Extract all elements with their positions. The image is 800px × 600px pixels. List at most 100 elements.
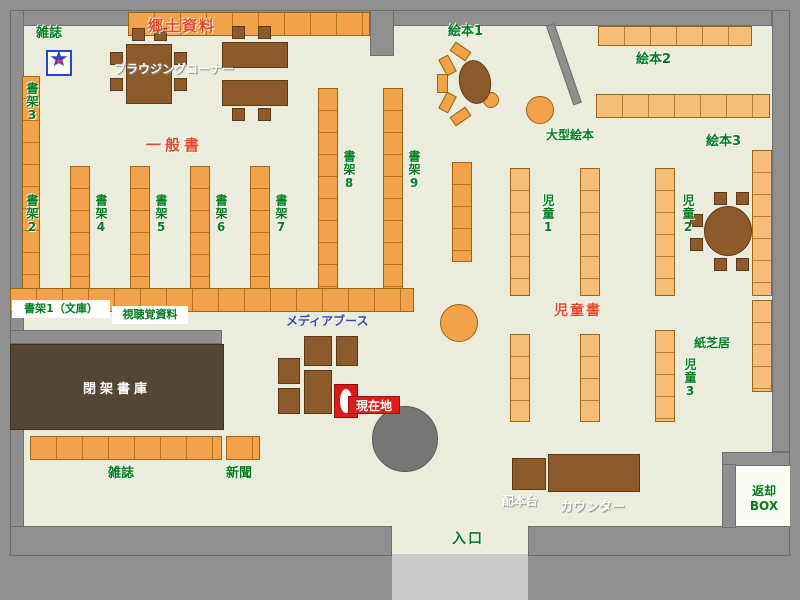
pillar xyxy=(372,406,438,472)
wall-bottom-right xyxy=(528,526,790,556)
shelf-9 xyxy=(383,88,403,296)
shelf8-label: 書架8 xyxy=(342,150,356,191)
chair xyxy=(154,28,167,41)
shelf-local-materials xyxy=(128,12,370,36)
children-3-label: 児童3 xyxy=(683,358,697,399)
magazines-top-label: 雑誌 xyxy=(36,26,63,41)
picture-books-2-label: 絵本2 xyxy=(636,52,672,67)
shelf7-label: 書架7 xyxy=(274,194,288,235)
large-picture-book-stand xyxy=(526,96,554,124)
return-box-line2: BOX xyxy=(749,499,779,513)
shelf-middle-small xyxy=(452,162,472,262)
shelf9-label: 書架9 xyxy=(407,150,421,191)
general-books-label: 一般書 xyxy=(146,136,204,154)
shelf-children-upper-2 xyxy=(580,168,600,296)
children-2-label: 児童2 xyxy=(681,194,695,235)
chair xyxy=(258,26,271,39)
shelf-magazines-bottom xyxy=(30,436,222,460)
chair xyxy=(690,214,703,227)
children-table xyxy=(704,206,752,256)
magazines-bottom-label: 雑誌 xyxy=(108,466,135,481)
round-browse-table xyxy=(440,304,478,342)
arc-shelf-piece xyxy=(449,106,472,127)
current-location-booth xyxy=(334,384,358,418)
kamishibai-label: 紙芝居 xyxy=(694,336,731,350)
shelf-kamishibai xyxy=(752,300,772,392)
arc-shelf-piece xyxy=(437,74,448,93)
browsing-table-1 xyxy=(126,44,172,104)
picture-books-1-label: 絵本1 xyxy=(448,24,484,39)
shelf-children-upper-3 xyxy=(655,168,675,296)
shelf-wall-left-2-3 xyxy=(22,76,40,292)
shelf6-label: 書架6 xyxy=(214,194,228,235)
closed-stacks-room: 閉架書庫 xyxy=(10,344,224,430)
browsing-corner-label: ブラウジングコーナー xyxy=(114,62,235,76)
shelf-right-wall-upper xyxy=(752,150,772,296)
distribution-table-label: 配本台 xyxy=(502,494,539,508)
shelf-children-upper-1 xyxy=(510,168,530,296)
arc-shelf-piece xyxy=(449,41,472,62)
browsing-table-2 xyxy=(222,42,288,68)
frame-top xyxy=(0,0,800,10)
av-materials-label: 視聴覚資料 xyxy=(112,306,188,324)
distribution-table xyxy=(512,458,546,490)
shelf-children-3 xyxy=(655,330,675,422)
shelf-picture-books-2 xyxy=(598,26,752,46)
closed-stacks-label: 閉架書庫 xyxy=(82,381,151,397)
shelf5-label: 書架5 xyxy=(154,194,168,235)
media-booth-seat xyxy=(336,336,358,366)
counter-desk xyxy=(548,454,640,492)
return-box-label: 返却 BOX xyxy=(738,484,790,514)
shelf3-label: 書架3 xyxy=(25,82,39,123)
star-outer-icon: ★ xyxy=(49,47,69,72)
shelf-8 xyxy=(318,88,338,296)
media-booth-seat xyxy=(304,336,332,366)
wall-returnbox-top xyxy=(722,452,790,466)
chair xyxy=(232,108,245,121)
children-books-label: 児童書 xyxy=(554,303,602,319)
chair xyxy=(174,78,187,91)
browsing-table-3 xyxy=(222,80,288,106)
star-inner-icon: ★ xyxy=(54,55,64,68)
children-1-label: 児童1 xyxy=(541,194,555,235)
shelf-children-lower-2 xyxy=(580,334,600,422)
chair xyxy=(174,52,187,65)
arc-shelf-piece xyxy=(438,91,457,114)
shelf-6 xyxy=(190,166,210,296)
picture-books-3-label: 絵本3 xyxy=(706,134,742,149)
counter-label: カウンター xyxy=(560,500,626,515)
media-booth-seat xyxy=(278,388,300,414)
closed-stacks-wall xyxy=(10,330,222,344)
entrance-path xyxy=(392,552,528,600)
shelf-picture-books-3 xyxy=(596,94,770,118)
shelf2-label: 書架2 xyxy=(25,194,39,235)
shelf-4 xyxy=(70,166,90,296)
chair xyxy=(110,52,123,65)
shelf4-label: 書架4 xyxy=(94,194,108,235)
shelf-children-lower-1 xyxy=(510,334,530,422)
newspapers-label: 新聞 xyxy=(226,466,253,481)
wall-returnbox-left xyxy=(722,464,736,528)
frame-left xyxy=(0,0,10,600)
chair xyxy=(232,26,245,39)
media-booth-seat xyxy=(304,370,332,414)
chair xyxy=(736,192,749,205)
entrance-label: 入口 xyxy=(452,531,484,547)
chair xyxy=(132,28,145,41)
returnbox-area xyxy=(736,466,790,526)
chair xyxy=(110,78,123,91)
shelf-5 xyxy=(130,166,150,296)
wall-diagonal xyxy=(546,23,582,106)
chair xyxy=(690,238,703,251)
chair xyxy=(714,258,727,271)
wall-right xyxy=(772,10,790,452)
shelf-bunko-av xyxy=(10,288,414,312)
shelf-newspapers xyxy=(226,436,260,460)
media-booth-label: メディアブース xyxy=(286,314,369,328)
wall-bottom-left xyxy=(10,526,392,556)
large-picture-books-label: 大型絵本 xyxy=(546,128,595,142)
chair xyxy=(258,108,271,121)
local-materials-label: 郷土資料 xyxy=(148,17,217,35)
frame-right xyxy=(790,0,800,600)
